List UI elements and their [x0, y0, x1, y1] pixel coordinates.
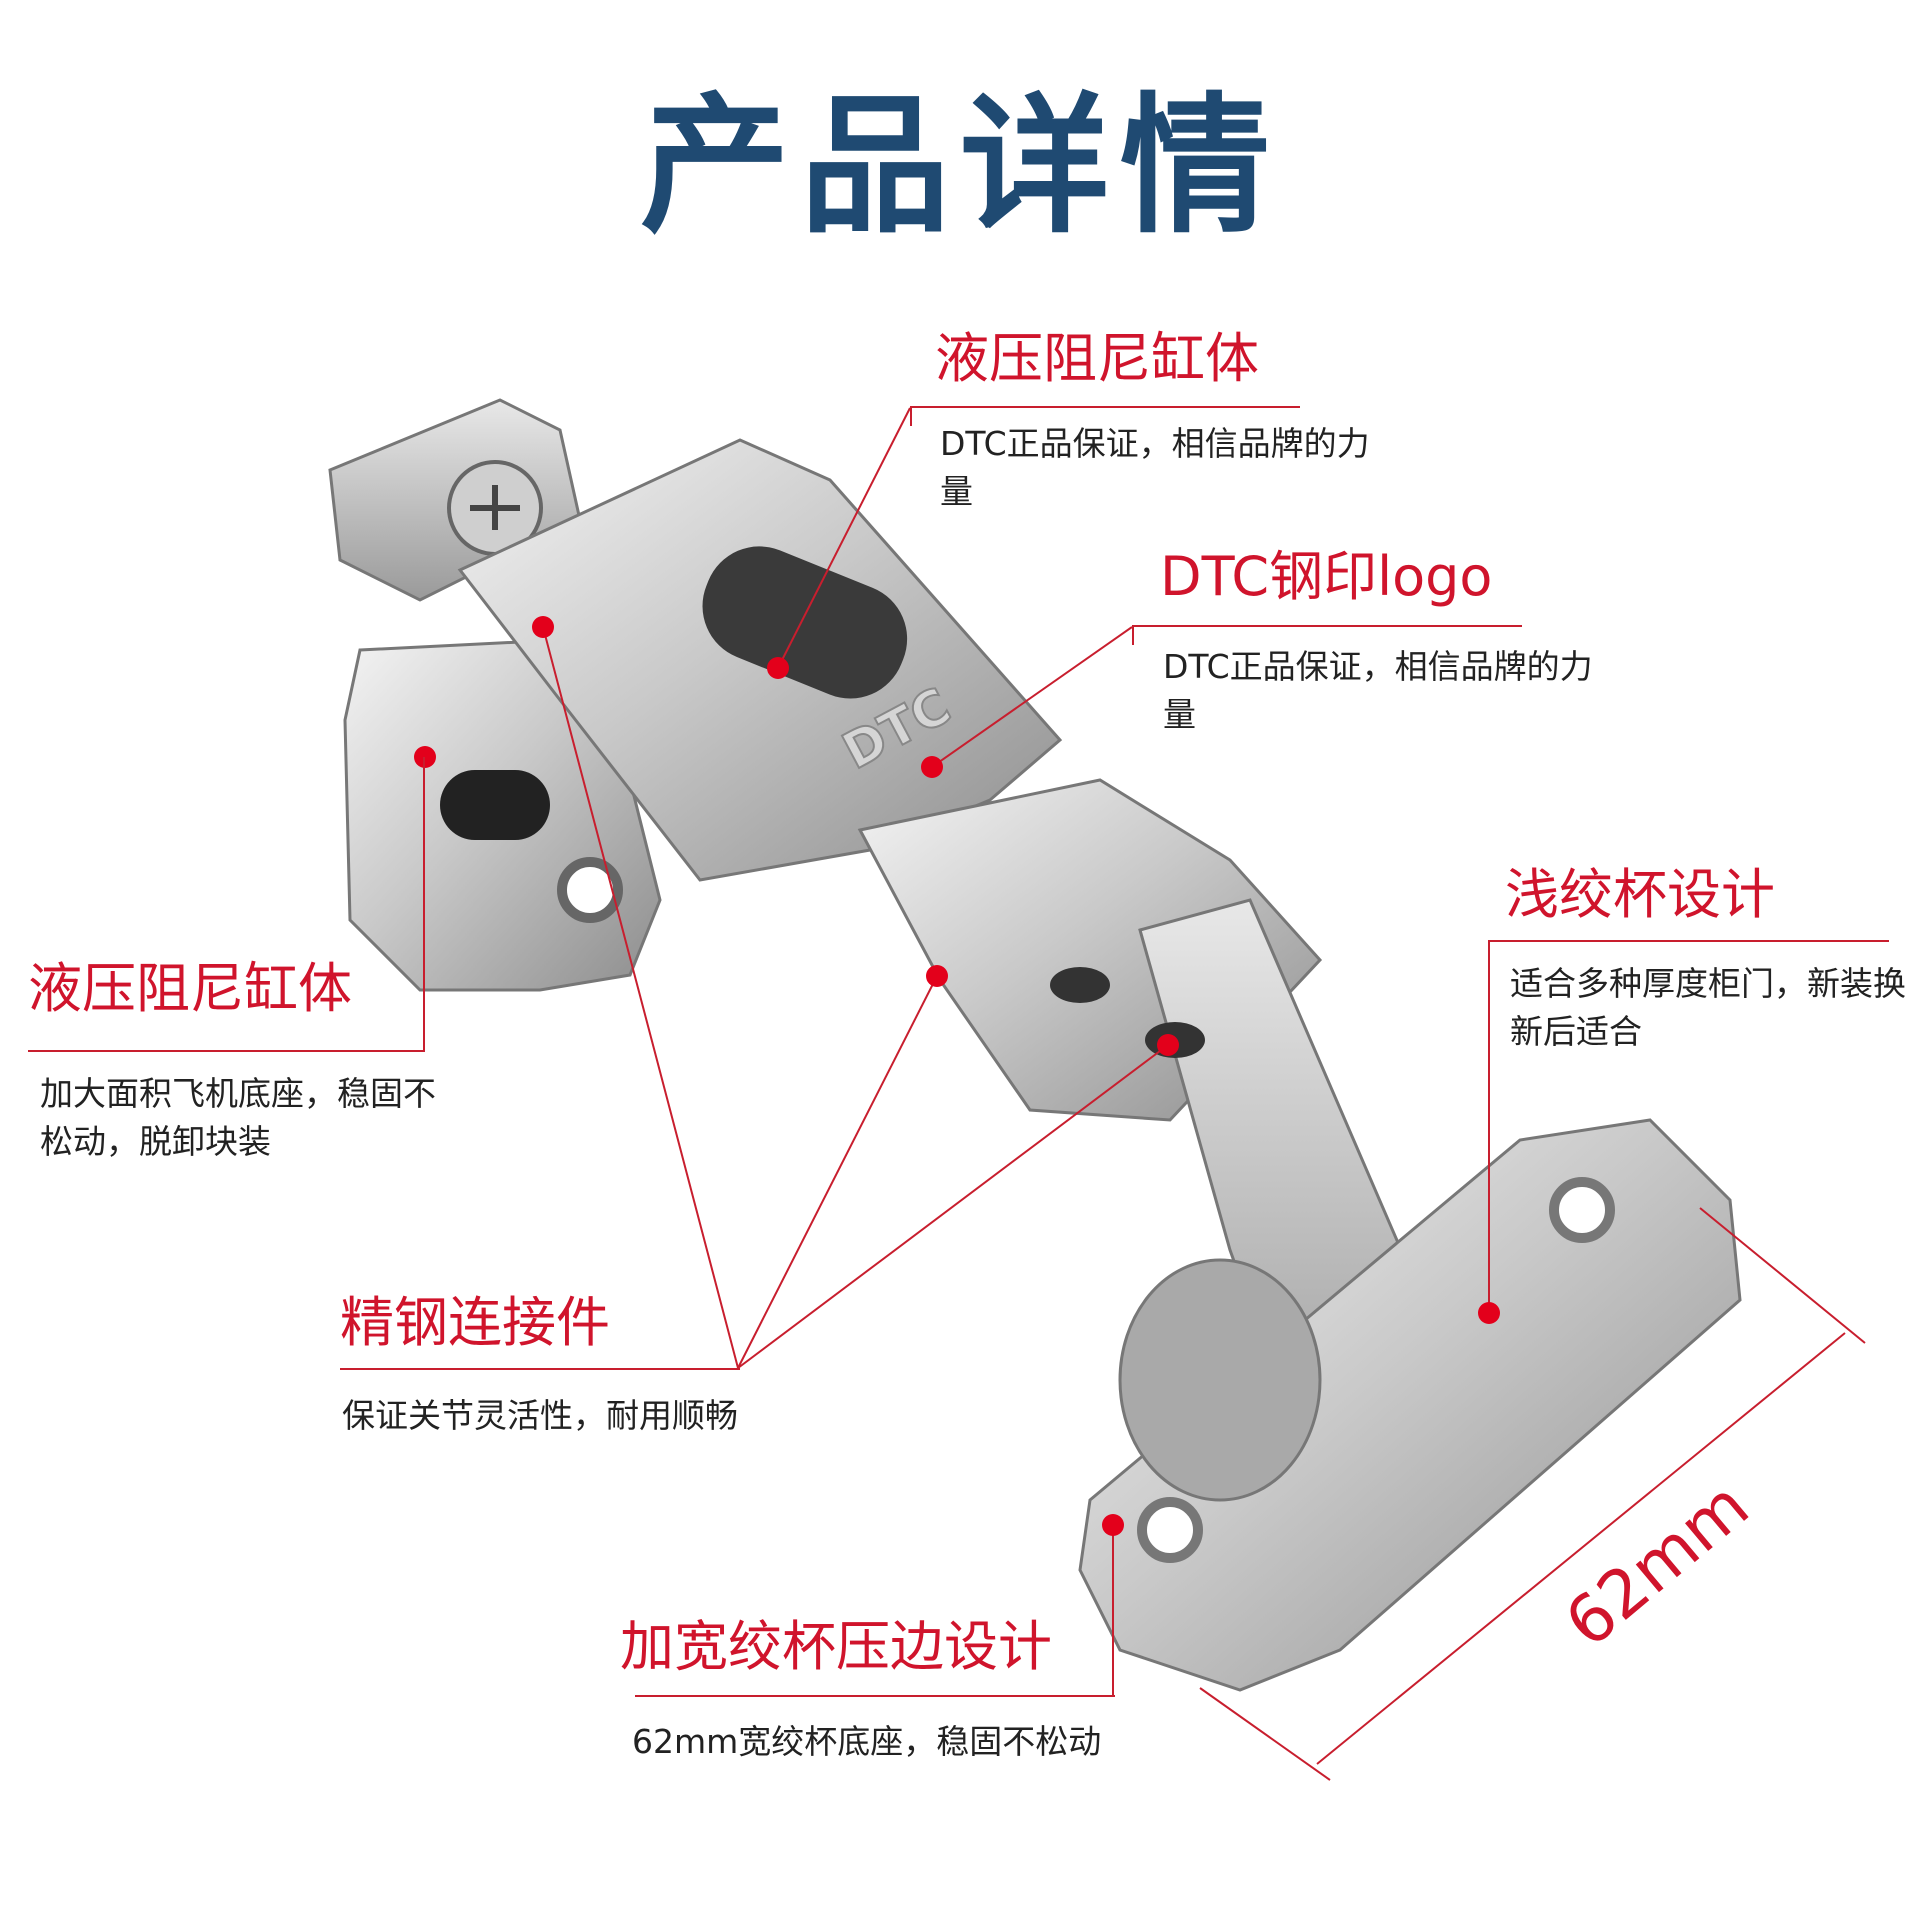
callout-heading: 精钢连接件 [340, 1291, 610, 1354]
cup-plate [1078, 1118, 1742, 1692]
callout-heading: DTC钢印logo [1160, 545, 1493, 608]
callout-underline [340, 1368, 740, 1370]
callout-description: 62mm宽绞杯底座，稳固不松动 [632, 1722, 1102, 1761]
callout-description: 保证关节灵活性，耐用顺畅 [342, 1396, 738, 1435]
callout-description: 适合多种厚度柜门，新装换新后适合 [1510, 964, 1906, 1051]
callout-leader-stub [910, 406, 912, 426]
marker-dot [414, 746, 436, 768]
marker-dot [1478, 1302, 1500, 1324]
callout-description: DTC正品保证，相信品牌的力量 [1163, 647, 1593, 734]
callout-description: DTC正品保证，相信品牌的力量 [940, 424, 1370, 511]
marker-dots [414, 616, 1500, 1536]
marker-dot [532, 616, 554, 638]
callout-heading: 液压阻尼缸体 [28, 957, 352, 1020]
callout-description: 加大面积飞机底座，稳固不松动，脱卸块装 [40, 1074, 436, 1161]
callout-underline [1132, 625, 1522, 627]
callout-leader-stub [1132, 625, 1134, 645]
callout-underline [28, 1050, 423, 1052]
callout-underline [635, 1695, 1115, 1697]
marker-dot [926, 965, 948, 987]
page-title: 产品详情 [639, 80, 1280, 254]
callout-underline [910, 406, 1300, 408]
marker-dot [1157, 1034, 1179, 1056]
callout-leader-line [423, 757, 425, 1052]
leader-lines [542, 407, 1866, 1781]
marker-dot [921, 756, 943, 778]
dimension-label: 62mm [1551, 1467, 1763, 1663]
callout-heading: 加宽绞杯压边设计 [620, 1615, 1052, 1678]
marker-dot [767, 657, 789, 679]
callout-underline [1489, 940, 1889, 942]
callout-heading: 浅绞杯设计 [1505, 863, 1775, 926]
marker-dot [1102, 1514, 1124, 1536]
callout-heading: 液压阻尼缸体 [935, 327, 1259, 390]
